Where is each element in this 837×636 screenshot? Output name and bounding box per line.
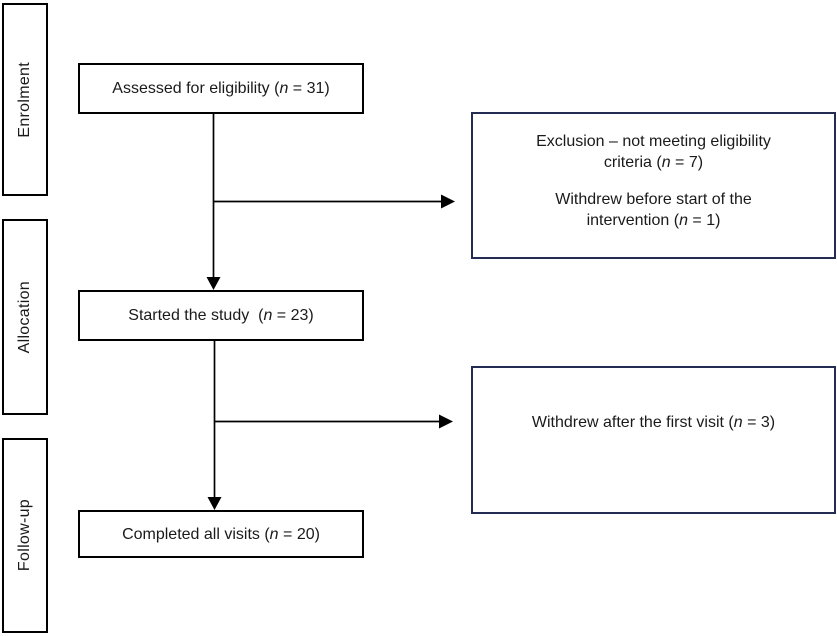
stage-label-enrolment: Enrolment	[2, 3, 48, 196]
box-completed-all-visits: Completed all visits (n = 20)	[78, 510, 364, 558]
exclusion-paragraph: Exclusion – not meeting eligibility crit…	[536, 132, 776, 171]
connector-started-to-completed	[207, 341, 222, 510]
stage-label-allocation: Allocation	[2, 219, 48, 415]
withdrew-before-start-paragraph: Withdrew before start of the interventio…	[555, 190, 757, 229]
stage-label-text: Follow-up	[16, 499, 33, 572]
n-variable: n	[661, 153, 671, 171]
connector-branch-to-exclusion	[213, 194, 455, 209]
n-variable: n	[269, 525, 279, 543]
n-variable: n	[679, 211, 688, 229]
stage-label-text: Allocation	[16, 280, 33, 354]
connector-assessed-to-started	[206, 114, 221, 290]
box-started-text: Started the study (n = 23)	[128, 307, 314, 324]
box-assessed-text: Assessed for eligibility (n = 31)	[112, 80, 330, 97]
box-completed-text: Completed all visits (n = 20)	[122, 525, 320, 543]
box-exclusion-withdrawal: Exclusion – not meeting eligibility crit…	[471, 112, 836, 259]
stage-label-follow-up: Follow-up	[2, 438, 48, 633]
connector-branch-to-withdrew	[214, 414, 453, 429]
box-withdrew-after-first-visit: Withdrew after the first visit (n = 3)	[471, 366, 836, 514]
box-started-the-study: Started the study (n = 23)	[78, 290, 364, 341]
stage-label-text: Enrolment	[16, 61, 33, 138]
n-variable: n	[279, 80, 289, 97]
n-variable: n	[733, 414, 743, 431]
withdrew-text: Withdrew after the first visit (n = 3)	[531, 414, 776, 431]
box-assessed-for-eligibility: Assessed for eligibility (n = 31)	[78, 63, 364, 114]
n-variable: n	[263, 307, 273, 324]
